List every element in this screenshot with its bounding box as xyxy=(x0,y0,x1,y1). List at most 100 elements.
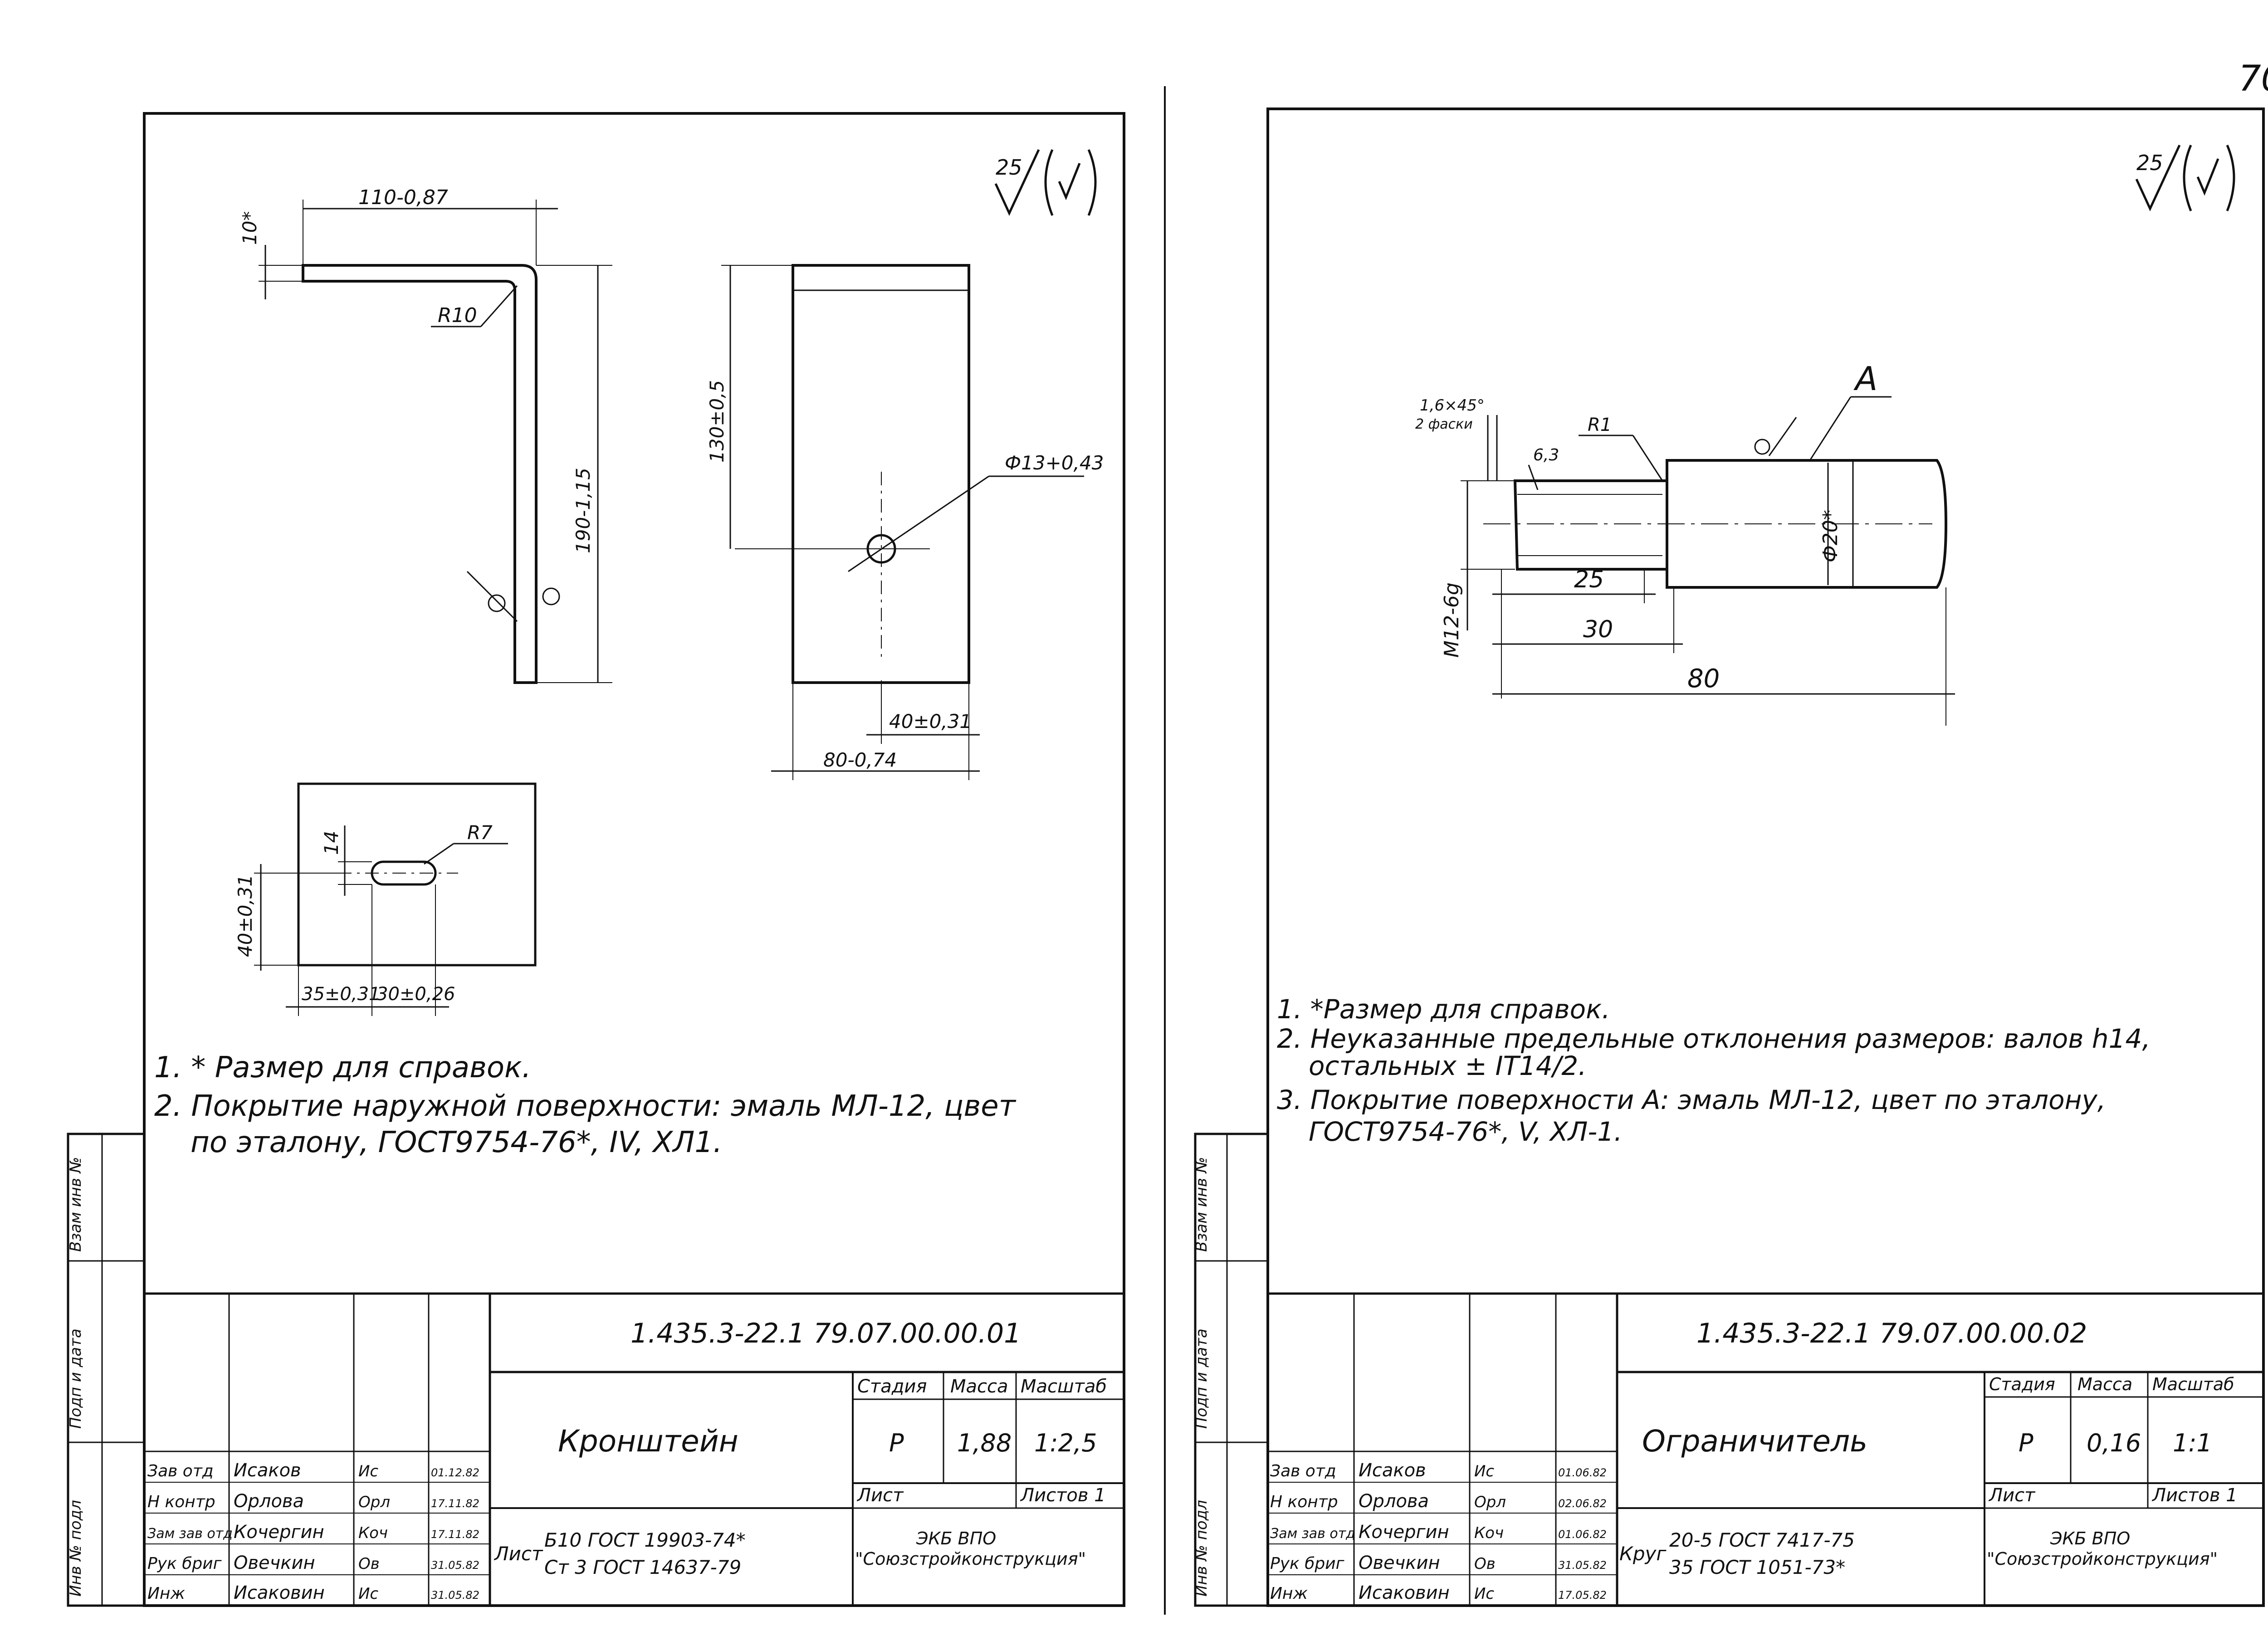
right-note-5: ГОСТ9754-76*, V, ХЛ-1. xyxy=(1309,1116,1623,1147)
dim-35: 35±0,31 xyxy=(302,984,380,1005)
right-header-mass: Масса xyxy=(2077,1374,2132,1394)
dim-25: 25 xyxy=(1574,566,1604,593)
dim-63: 6,3 xyxy=(1533,446,1559,464)
right-note-3: остальных ± IT14/2. xyxy=(1309,1050,1587,1081)
label-right-title_block-signers-3-sign: Ов xyxy=(1474,1555,1496,1573)
dim-chamfer-note: 2 фаски xyxy=(1415,416,1473,432)
left-stage: Р xyxy=(889,1429,904,1457)
left-org-line2: "Союзстройконструкция" xyxy=(855,1549,1086,1569)
label-right-title_block-signers-0-name: Исаков xyxy=(1359,1460,1426,1481)
label-right-title_block-signers-4-role: Инж xyxy=(1270,1584,1308,1603)
dim-thread: М12-6g xyxy=(1440,582,1463,658)
label-left-title_block-signers-2-date: 17.11.82 xyxy=(431,1528,479,1541)
left-header-stage: Стадия xyxy=(857,1376,927,1397)
right-header-stage: Стадия xyxy=(1989,1374,2055,1394)
dim-dia20: Ф20* xyxy=(1819,510,1842,562)
left-material-line1: Б10 ГОСТ 19903-74* xyxy=(544,1529,746,1551)
left-header-mass: Масса xyxy=(950,1376,1008,1397)
dim-r10: R10 xyxy=(438,304,477,327)
label-left-title_block-signers-4-sign: Ис xyxy=(358,1585,378,1603)
right-notes: 1. *Размер для справок. 2. Неуказанные п… xyxy=(1277,994,2151,1147)
dim-r1: R1 xyxy=(1588,415,1612,435)
left-sheet-label: Лист xyxy=(856,1485,904,1506)
limiter-shaft-view: 1,6×45° 2 фаски 6,3 R1 А Ф20* М xyxy=(1415,360,1955,726)
label-left-title_block-signers-2-role: Зам зав отд xyxy=(147,1526,233,1542)
left-mass: 1,88 xyxy=(957,1429,1012,1457)
dim-40: 40±0,31 xyxy=(889,710,972,733)
label-left-title_block-signers-0-sign: Ис xyxy=(358,1462,378,1480)
label-right-title_block-signers-0-sign: Ис xyxy=(1474,1462,1494,1480)
right-note-4: 3. Покрытие поверхности А: эмаль МЛ-12, … xyxy=(1277,1084,2106,1115)
left-side-label-2: Подп и дата xyxy=(67,1328,85,1429)
dim-hole: Ф13+0,43 xyxy=(1005,452,1104,474)
right-material-prefix: Круг xyxy=(1619,1543,1667,1565)
right-org-line1: ЭКБ ВПО xyxy=(2050,1529,2130,1548)
right-org-line2: "Союзстройконструкция" xyxy=(1987,1549,2218,1569)
left-sheets-label: Листов 1 xyxy=(1020,1485,1106,1506)
right-side-label-1: Взам инв № xyxy=(1193,1157,1211,1252)
label-right-title_block-signers-0-date: 01.06.82 xyxy=(1558,1466,1607,1479)
right-sheet: Взам инв № Подп и дата Инв № подл 25 1,6… xyxy=(1193,107,2265,1607)
right-scale: 1:1 xyxy=(2173,1429,2212,1457)
left-note-1: 1. * Размер для справок. xyxy=(154,1051,531,1084)
right-material-line2: 35 ГОСТ 1051-73* xyxy=(1669,1556,1845,1578)
left-sheet: Взам инв № Подп и дата Инв № подл 25 110… xyxy=(67,112,1125,1607)
label-a: А xyxy=(1853,360,1877,398)
label-left-title_block-signers-0-name: Исаков xyxy=(234,1460,301,1481)
dim-30-r: 30 xyxy=(1583,616,1613,643)
label-right-title_block-signers-3-role: Рук бриг xyxy=(1270,1554,1345,1573)
dim-14: 14 xyxy=(320,831,342,855)
label-right-title_block-signers-2-sign: Коч xyxy=(1474,1524,1504,1542)
label-left-title_block-signers-0-role: Зав отд xyxy=(147,1462,214,1480)
label-left-title_block-signers-3-role: Рук бриг xyxy=(147,1554,222,1573)
page-number: 70 xyxy=(2239,59,2268,99)
left-doc-number: 1.435.3-22.1 79.07.00.00.01 xyxy=(631,1318,1021,1349)
right-note-2: 2. Неуказанные предельные отклонения раз… xyxy=(1277,1023,2151,1054)
label-left-title_block-signers-4-name: Исаковин xyxy=(234,1582,325,1603)
right-header-scale: Масштаб xyxy=(2152,1374,2234,1394)
right-doc-number: 1.435.3-22.1 79.07.00.00.02 xyxy=(1696,1318,2087,1349)
label-right-title_block-signers-2-name: Кочергин xyxy=(1359,1522,1449,1543)
label-left-title_block-signers-1-name: Орлова xyxy=(234,1491,304,1512)
label-left-title_block-signers-1-sign: Орл xyxy=(358,1493,390,1511)
label-left-title_block-signers-2-sign: Коч xyxy=(358,1524,388,1542)
label-right-title_block-signers-3-date: 31.05.82 xyxy=(1558,1559,1607,1572)
dim-chamfer: 1,6×45° xyxy=(1420,396,1485,415)
bracket-side-view: 110-0,87 10* R10 190-1,15 xyxy=(239,186,612,684)
label-left-title_block-signers-0-date: 01.12.82 xyxy=(431,1466,479,1479)
left-material-line2: Ст 3 ГОСТ 14637-79 xyxy=(544,1556,741,1578)
label-left-title_block-signers-3-date: 31.05.82 xyxy=(431,1559,479,1572)
right-sheets-label: Листов 1 xyxy=(2151,1485,2238,1506)
label-right-title_block-signers-2-date: 01.06.82 xyxy=(1558,1528,1607,1541)
label-right-title_block-signers-1-date: 02.06.82 xyxy=(1558,1497,1607,1510)
right-side-label-3: Инв № подл xyxy=(1193,1500,1211,1597)
right-stage: Р xyxy=(2019,1429,2033,1457)
left-note-3: по эталону, ГОСТ9754-76*, IV, ХЛ1. xyxy=(191,1126,722,1159)
label-right-title_block-signers-3-name: Овечкин xyxy=(1359,1553,1440,1573)
label-right-title_block-signers-1-name: Орлова xyxy=(1359,1491,1429,1512)
dim-10: 10* xyxy=(239,211,261,245)
dim-30: 30±0,26 xyxy=(376,984,455,1005)
label-roughness_symbol: 25 xyxy=(2136,151,2163,175)
dim-r7: R7 xyxy=(467,821,493,844)
bracket-front-view: 130±0,5 Ф13+0,43 40±0,31 80-0,74 xyxy=(706,264,1104,780)
right-title-block: 1.435.3-22.1 79.07.00.00.02 Ограничитель… xyxy=(1266,1292,2265,1607)
dim-80-r: 80 xyxy=(1687,664,1720,693)
right-roughness-symbol: 25 xyxy=(2135,144,2235,211)
left-note-2: 2. Покрытие наружной поверхности: эмаль … xyxy=(154,1089,1017,1123)
label-right-title_block-signers-4-date: 17.05.82 xyxy=(1558,1589,1607,1602)
label-right-title_block-signers-0-role: Зав отд xyxy=(1270,1462,1336,1480)
left-org-line1: ЭКБ ВПО xyxy=(916,1529,996,1548)
dim-130: 130±0,5 xyxy=(706,380,728,463)
label-left-title_block-signers-4-date: 31.05.82 xyxy=(431,1589,479,1602)
label-left-title_block-signers-1-role: Н контр xyxy=(147,1493,215,1511)
label-right-title_block-signers-1-sign: Орл xyxy=(1474,1493,1506,1511)
left-scale: 1:2,5 xyxy=(1034,1429,1097,1457)
label-left-title_block-signers-2-name: Кочергин xyxy=(234,1522,324,1543)
dim-80: 80-0,74 xyxy=(823,749,897,771)
left-side-label-1: Взам инв № xyxy=(67,1157,85,1252)
dim-110: 110-0,87 xyxy=(358,186,448,209)
bracket-slot-view: R7 14 40±0,31 35±0,31 30±0,26 xyxy=(234,782,537,1016)
label-right-title_block-signers-4-sign: Ис xyxy=(1474,1585,1494,1603)
left-part-name: Кронштейн xyxy=(558,1424,738,1459)
